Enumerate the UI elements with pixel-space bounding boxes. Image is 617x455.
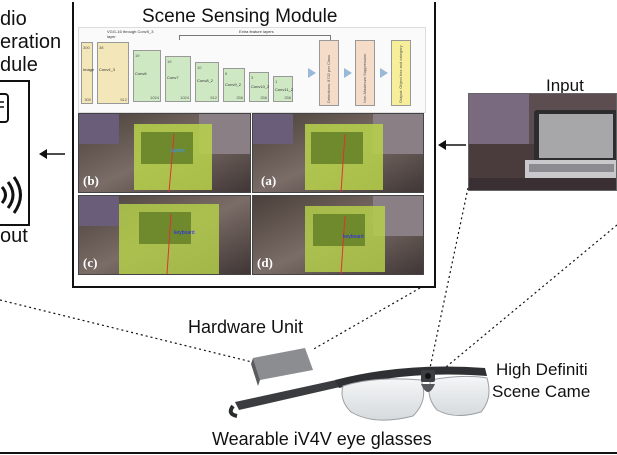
network-block-top-dim: 1	[275, 79, 278, 84]
network-arrow-icon	[344, 68, 352, 78]
network-block-bottom-dim: 256	[260, 95, 267, 100]
extra-layers-header: Extra feature layers	[239, 29, 274, 34]
network-block-label: Conv11_2	[275, 86, 293, 92]
network-block-top-dim: 300	[83, 45, 90, 50]
ssd-network-diagram: VGG-16 through Conv5_3 layer Extra featu…	[78, 27, 426, 113]
network-block-bottom-dim: 1024	[150, 95, 159, 100]
input-image	[468, 93, 617, 191]
arrow-to-audio-icon	[39, 149, 65, 159]
network-block-top-dim: 3	[251, 75, 254, 80]
network-block-label: Conv6	[135, 71, 147, 76]
network-block-top-dim: 5	[225, 71, 228, 76]
svg-text:laptop: laptop	[171, 148, 185, 154]
network-block-label: Conv10_2	[251, 84, 270, 90]
network-block-bottom-dim: 256	[236, 95, 243, 100]
eye-glasses-image	[228, 348, 490, 421]
network-block-bottom-dim: 1024	[180, 95, 189, 100]
panel-c-tag: (c)	[83, 255, 98, 270]
extra-layers-bracket	[179, 35, 331, 40]
network-block-bottom-dim: 256	[284, 95, 291, 100]
audio-output-label: out	[0, 225, 28, 247]
network-block-top-dim: 19	[167, 59, 172, 64]
camera-label-line-1: High Definiti	[496, 360, 588, 379]
audio-module-title-line-3: dule	[0, 54, 38, 76]
network-block-label: Conv8_2	[197, 78, 214, 84]
scene-module-title: Scene Sensing Module	[142, 6, 338, 27]
svg-text:keyboard: keyboard	[343, 234, 364, 240]
network-block-label: Image	[83, 67, 95, 72]
detection-panel-c: keyboard (c)	[78, 195, 251, 275]
hardware-unit-label: Hardware Unit	[188, 317, 304, 337]
sound-waves-icon	[0, 176, 22, 214]
network-stage-1: Detections: 8732 per Class	[319, 40, 339, 106]
network-arrow-icon	[380, 68, 388, 78]
network-block-label: Conv7	[167, 74, 179, 80]
network-arrow-icon	[308, 68, 316, 78]
network-block-label: Conv4_3	[99, 67, 116, 72]
detection-panel-d: keyboard (d)	[252, 195, 424, 275]
camera-label-line-2: Scene Came	[492, 382, 591, 401]
panel-d-tag: (d)	[257, 255, 273, 270]
input-label: Input	[546, 76, 584, 95]
network-block-top-dim: 10	[197, 65, 202, 70]
audio-module-panel	[0, 80, 30, 226]
audio-module-title-line-1: dio	[0, 8, 27, 30]
panel-a-tag: (a)	[261, 173, 277, 188]
device-icon	[0, 93, 9, 123]
network-block-bottom-dim: 512	[120, 97, 127, 102]
audio-module-title-line-2: eration	[0, 31, 62, 53]
network-stage-2: Non-Maximum Suppression	[355, 40, 375, 106]
network-block-bottom-dim: 512	[210, 95, 217, 100]
arrow-to-scene-icon	[438, 140, 466, 150]
panel-b-tag: (b)	[83, 173, 99, 188]
vgg-header: VGG-16 through Conv5_3 layer	[107, 29, 154, 39]
network-block-top-dim: 38	[99, 45, 104, 50]
detection-panel-b: laptop (b)	[78, 113, 251, 193]
svg-text:keyboard: keyboard	[174, 230, 195, 236]
network-block-label: Conv9_2	[225, 81, 242, 87]
network-stage-3: Output: Object box and category	[391, 40, 411, 106]
network-block-top-dim: 19	[135, 53, 140, 58]
glasses-caption: Wearable iV4V eye glasses	[212, 429, 432, 449]
detection-panel-a: (a)	[252, 113, 424, 193]
network-block-bottom-dim: 300	[84, 97, 91, 102]
bottom-border	[0, 452, 617, 454]
